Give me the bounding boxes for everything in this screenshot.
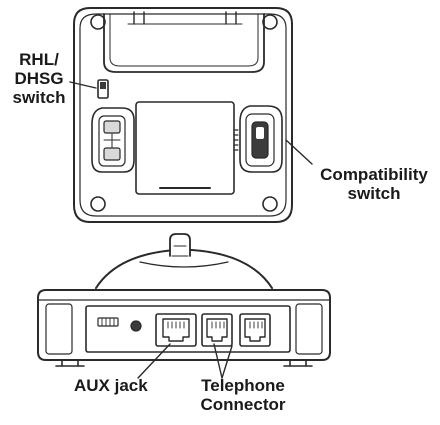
rhl-label-line-2: DHSG [14,69,64,89]
telephone-connector-2[interactable] [239,313,271,347]
callout-line-compat [285,139,313,165]
rhl-dhsg-switch[interactable] [97,79,109,99]
compat-label-line-1: Compatibility [320,165,428,184]
right-recess [233,105,283,173]
small-port [97,317,119,327]
telephone-connector-label: Telephone Connector [188,376,298,414]
rhl-dhsg-switch-label: RHL/ DHSG switch [4,50,74,107]
callout-line-tel-2 [221,345,233,379]
aux-jack-label: AUX jack [74,376,148,395]
label-plate [135,101,235,195]
compatibility-switch[interactable] [251,121,269,159]
callout-line-tel-1 [213,343,223,379]
callout-line-rhl [69,81,97,89]
base-bottom-view [73,7,293,223]
left-recess [91,107,135,173]
tel-label-line-2: Connector [200,395,286,415]
callout-lines [69,81,313,379]
telephone-connector-1[interactable] [201,313,233,347]
tel-label-line-1: Telephone [201,376,285,395]
rhl-label-line-3: switch [12,88,66,108]
compat-label-line-2: switch [347,184,401,204]
base-front-view [37,233,331,367]
rhl-label-line-1: RHL/ [19,50,59,69]
callout-line-aux [137,343,171,379]
aux-jack[interactable] [155,313,197,347]
round-jack[interactable] [130,320,142,332]
compatibility-switch-label: Compatibility switch [308,165,440,203]
